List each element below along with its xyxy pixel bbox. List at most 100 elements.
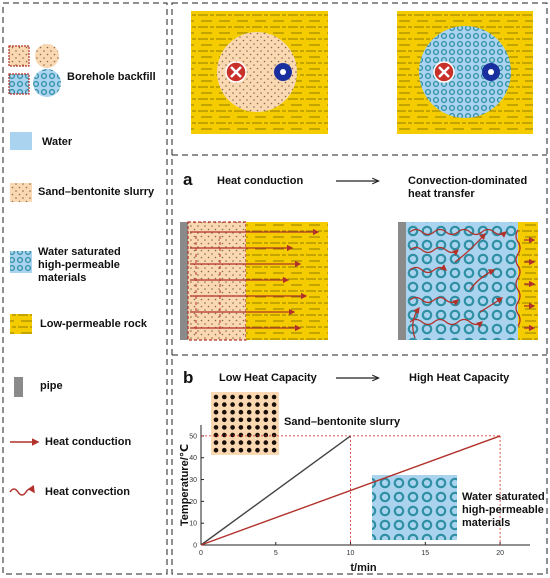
legend-borehole-icon [8, 44, 61, 97]
water-inset-grid [372, 475, 457, 540]
sand-inset-label: Sand–bentonite slurry [284, 416, 401, 428]
legend-water-saturated-swatch [10, 251, 32, 273]
sand-grain-dot [271, 409, 277, 415]
sand-grain-dot [238, 409, 244, 415]
legend-water-swatch [10, 132, 32, 150]
sand-grain-dot [271, 425, 277, 430]
borehole-right-water [419, 26, 511, 118]
sand-backfill-block [187, 221, 247, 341]
legend-rock-swatch [10, 314, 32, 334]
y-tick-label: 10 [189, 521, 197, 528]
rock-block-right [518, 222, 538, 340]
sand-grain-dot [255, 447, 260, 453]
sand-grain-dot [238, 394, 244, 400]
x-tick-label: 10 [347, 550, 355, 557]
sand-grain-dot [222, 447, 227, 453]
sand-grain-dot [271, 394, 277, 400]
legend-water-label: Water [42, 136, 73, 148]
legend-convection-arrow [9, 484, 35, 496]
sand-grain-dot [213, 402, 219, 407]
panel-b-letter: b [183, 368, 194, 387]
sand-grain-dot [255, 409, 260, 415]
series-line-0 [200, 435, 351, 546]
sand-grain-dot [263, 402, 269, 407]
sand-grain-dot [222, 402, 227, 407]
x-axis-label: t/min [350, 562, 377, 574]
outlet-pipe-icon [482, 63, 500, 81]
legend-conduction-label: Heat conduction [45, 436, 132, 448]
borehole-left-sand [217, 32, 297, 112]
sand-grain-dot [246, 402, 252, 407]
sand-grain-dot [213, 409, 219, 415]
legend-sand-label: Sand–bentonite slurry [38, 186, 155, 198]
sand-grain-dot [271, 417, 277, 423]
sand-grain-dot [255, 432, 260, 438]
legend-pipe-swatch [14, 377, 23, 397]
sand-grain-dot [255, 394, 260, 400]
panel-a-left-title: Heat conduction [217, 175, 304, 187]
sand-grain-dot [213, 425, 219, 430]
y-tick-label: 0 [193, 543, 197, 550]
series-line-1 [200, 435, 501, 546]
sand-grain-dot [263, 447, 269, 453]
sand-grain-dot [246, 425, 252, 430]
sand-grain-dot [230, 402, 235, 407]
sand-grain-dot [271, 447, 277, 453]
legend-borehole-label: Borehole backfill [67, 71, 156, 83]
sand-grain-dot [263, 409, 269, 415]
sand-grain-dot [222, 394, 227, 400]
sand-grain-dot [213, 447, 219, 453]
sand-grain-dot [222, 409, 227, 415]
sand-grain-dot [222, 440, 227, 445]
sand-grain-dot [246, 394, 252, 400]
sand-grain-dot [238, 432, 244, 438]
main-frame [171, 2, 548, 575]
sand-grain-dot [246, 417, 252, 423]
panel-b-right-title: High Heat Capacity [409, 372, 510, 384]
x-tick-label: 0 [199, 550, 203, 557]
sand-grain-dot [213, 394, 219, 400]
sand-grain-dot [246, 432, 252, 438]
panel-a-right-title: Convection-dominated heat transfer [408, 175, 528, 200]
sand-grain-dot [263, 417, 269, 423]
sand-inset-grid [211, 392, 279, 455]
sand-grain-dot [213, 432, 219, 438]
water-inset-label: Water saturated high-permeable materials [462, 491, 545, 529]
sand-grain-dot [255, 417, 260, 423]
rock-block-left [246, 222, 328, 340]
sand-grain-dot [230, 432, 235, 438]
y-tick-label: 40 [189, 455, 197, 462]
sand-grain-dot [246, 440, 252, 445]
x-tick-label: 5 [274, 550, 278, 557]
sand-grain-dot [255, 402, 260, 407]
sand-grain-dot [230, 425, 235, 430]
legend-pipe-label: pipe [40, 380, 63, 392]
inlet-pipe-icon [225, 61, 247, 83]
panel-a-letter: a [183, 170, 193, 189]
legend-rock-label: Low-permeable rock [40, 318, 147, 330]
conduction-arrows [190, 228, 320, 334]
legend-convection-label: Heat convection [45, 486, 130, 498]
sand-grain-dot [271, 432, 277, 438]
sand-grain-dot [263, 394, 269, 400]
sand-grain-dot [213, 440, 219, 445]
inlet-pipe-icon [433, 61, 455, 83]
convection-arrows [409, 228, 536, 339]
sand-grain-dot [238, 447, 244, 453]
sand-grain-dot [230, 440, 235, 445]
y-axis-label: Temperature/℃ [179, 444, 191, 526]
x-tick-label: 20 [496, 550, 504, 557]
sand-grain-dot [238, 425, 244, 430]
sand-grain-dot [230, 447, 235, 453]
sand-grain-dot [213, 417, 219, 423]
sand-grain-dot [230, 417, 235, 423]
x-tick-label: 15 [421, 550, 429, 557]
sand-grain-dot [255, 425, 260, 430]
legend-frame [2, 2, 168, 575]
sand-grain-dot [263, 425, 269, 430]
sand-grain-dot [238, 440, 244, 445]
sand-grain-dot [263, 432, 269, 438]
panel-b-left-title: Low Heat Capacity [219, 372, 317, 384]
